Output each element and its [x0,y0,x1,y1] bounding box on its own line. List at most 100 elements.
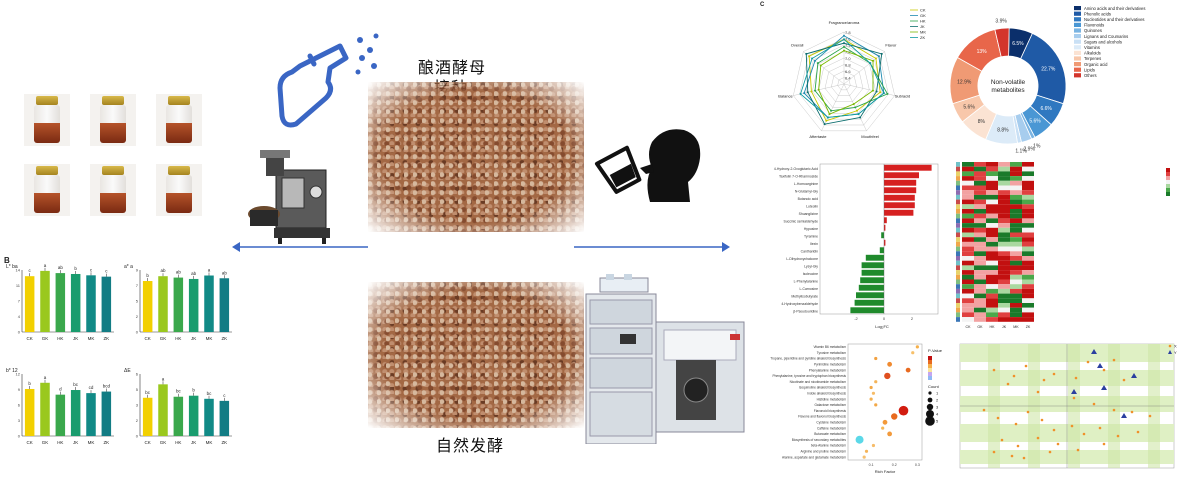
heatmap-cell [998,274,1010,280]
radar-point [828,113,831,116]
radar-spoke [821,83,845,131]
fcbar-label: Cantharidin [801,249,818,253]
pls-x-point [1112,408,1116,412]
donut-legend-label: Phenolic acids [1084,11,1111,16]
heatmap-cell [974,288,986,294]
heatmap-cell [1010,270,1022,275]
radar-point [799,92,802,95]
heatmap-cell [962,265,974,271]
radar-grid [805,44,883,120]
heatmap-cell [986,274,998,280]
radar-series-line [800,38,885,118]
radar-tick-label: 6.8 [845,63,851,68]
bubble-pathway-label: beta-Alanine metabolism [811,444,846,448]
heatmap-cell [1010,204,1022,209]
donut-slice-label: 5.6% [963,105,975,111]
heatmap-class-bar [956,213,960,219]
radar-point [869,62,872,65]
bar-tick-label: 11 [16,283,21,288]
coffee-jar-photo [24,96,70,146]
heatmap-cell [998,256,1010,261]
heatmap-class-bar [956,288,960,294]
radar-tick-label: 6.4 [845,76,851,81]
heatmap-cell [974,312,986,318]
bar-sig-letter: c [105,269,108,274]
heatmap-col-label: GK [977,325,983,329]
heatmap-cell [1022,185,1034,191]
bar-category-label: JK [191,336,196,341]
bubble-pathway-label: Nicotinate and nicotinamide metabolism [790,380,847,384]
heatmap-cell [974,270,986,275]
bar-mark [158,384,168,436]
heatmap-cell [986,288,998,294]
bubble-count-title: Count [928,384,940,389]
heatmap-cell [1010,284,1022,289]
heatmap-cell [998,232,1010,238]
donut-slice-label: 12.9% [957,79,972,85]
bar-tick-label: 0 [136,330,139,335]
bubble-point [869,385,873,390]
bubble-count-label: 5 [936,419,939,424]
heatmap-cell [962,293,974,299]
heatmap-cell [1010,180,1022,186]
radar-spoke [843,51,885,85]
bar-tick-label: 4 [18,314,21,319]
heatmap-class-bar [956,265,960,271]
heatmap-cell [986,293,998,299]
bar-sig-letter: bc [176,389,182,394]
bar-mark [188,278,199,332]
heatmap-cell [1022,241,1034,247]
bar-mark [173,396,184,436]
pls-y-point [1097,363,1103,368]
bar-sig-letter: a [44,263,47,268]
radar-point [857,113,860,116]
radar-point [872,59,875,62]
pls-x-point [1070,424,1074,428]
panel-label-c: C [760,2,765,8]
bar-mark [70,390,81,436]
bar-tick-label: 0 [136,434,139,439]
heatmap-class-bar [956,176,960,181]
fcbar-label: L-Carnosine [800,287,819,291]
bar-category-label: GK [160,440,167,445]
pls-x-point [992,368,996,372]
bar-sig-letter: b [146,273,149,278]
heatmap-cell [962,298,974,303]
heatmap-cell [1010,199,1022,205]
fcbar-mark [861,269,884,276]
bubble-count-swatch [927,397,933,403]
pls-x-point [1040,418,1044,422]
pls-legend-x: X [1174,344,1177,349]
fcbar-tick-label: -2 [854,316,858,321]
donut-legend-label: Lipids [1084,67,1095,72]
heatmap-class-bar [956,194,960,200]
heatmap-cell [1010,256,1022,261]
heatmap-class-bar [956,166,960,172]
panel-label-b: B [4,256,10,265]
donut-legend-label: Vitamins [1084,45,1100,50]
fcbar-label: Hypusine [804,227,818,231]
bubble-tick-label: 0.2 [892,463,897,467]
radar-point [882,92,885,95]
pls-y-point [1071,389,1077,394]
bar-tick-label: 14 [16,268,21,273]
bar-sig-letter: a [162,376,165,381]
fcbar-mark [860,277,884,284]
radar-point [805,52,808,55]
heatmap-cell [1022,176,1034,181]
bar-category-label: MK [88,440,95,445]
pls-x-point [1006,382,1010,386]
heatmap-cell [998,166,1010,172]
arrow-right [574,242,730,252]
heatmap-cell [998,190,1010,195]
heatmap-cell [974,209,986,214]
fcbar-label: L-Homoarginine [794,182,818,186]
heatmap-class-bar [956,162,960,167]
heatmap-cell [1022,209,1034,214]
heatmap-cell [962,162,974,167]
coffee-jar-photo [156,166,202,216]
heatmap-cell [962,288,974,294]
heatmap-cell [998,246,1010,252]
radar-point [816,62,819,65]
heatmap-cell [1022,190,1034,195]
